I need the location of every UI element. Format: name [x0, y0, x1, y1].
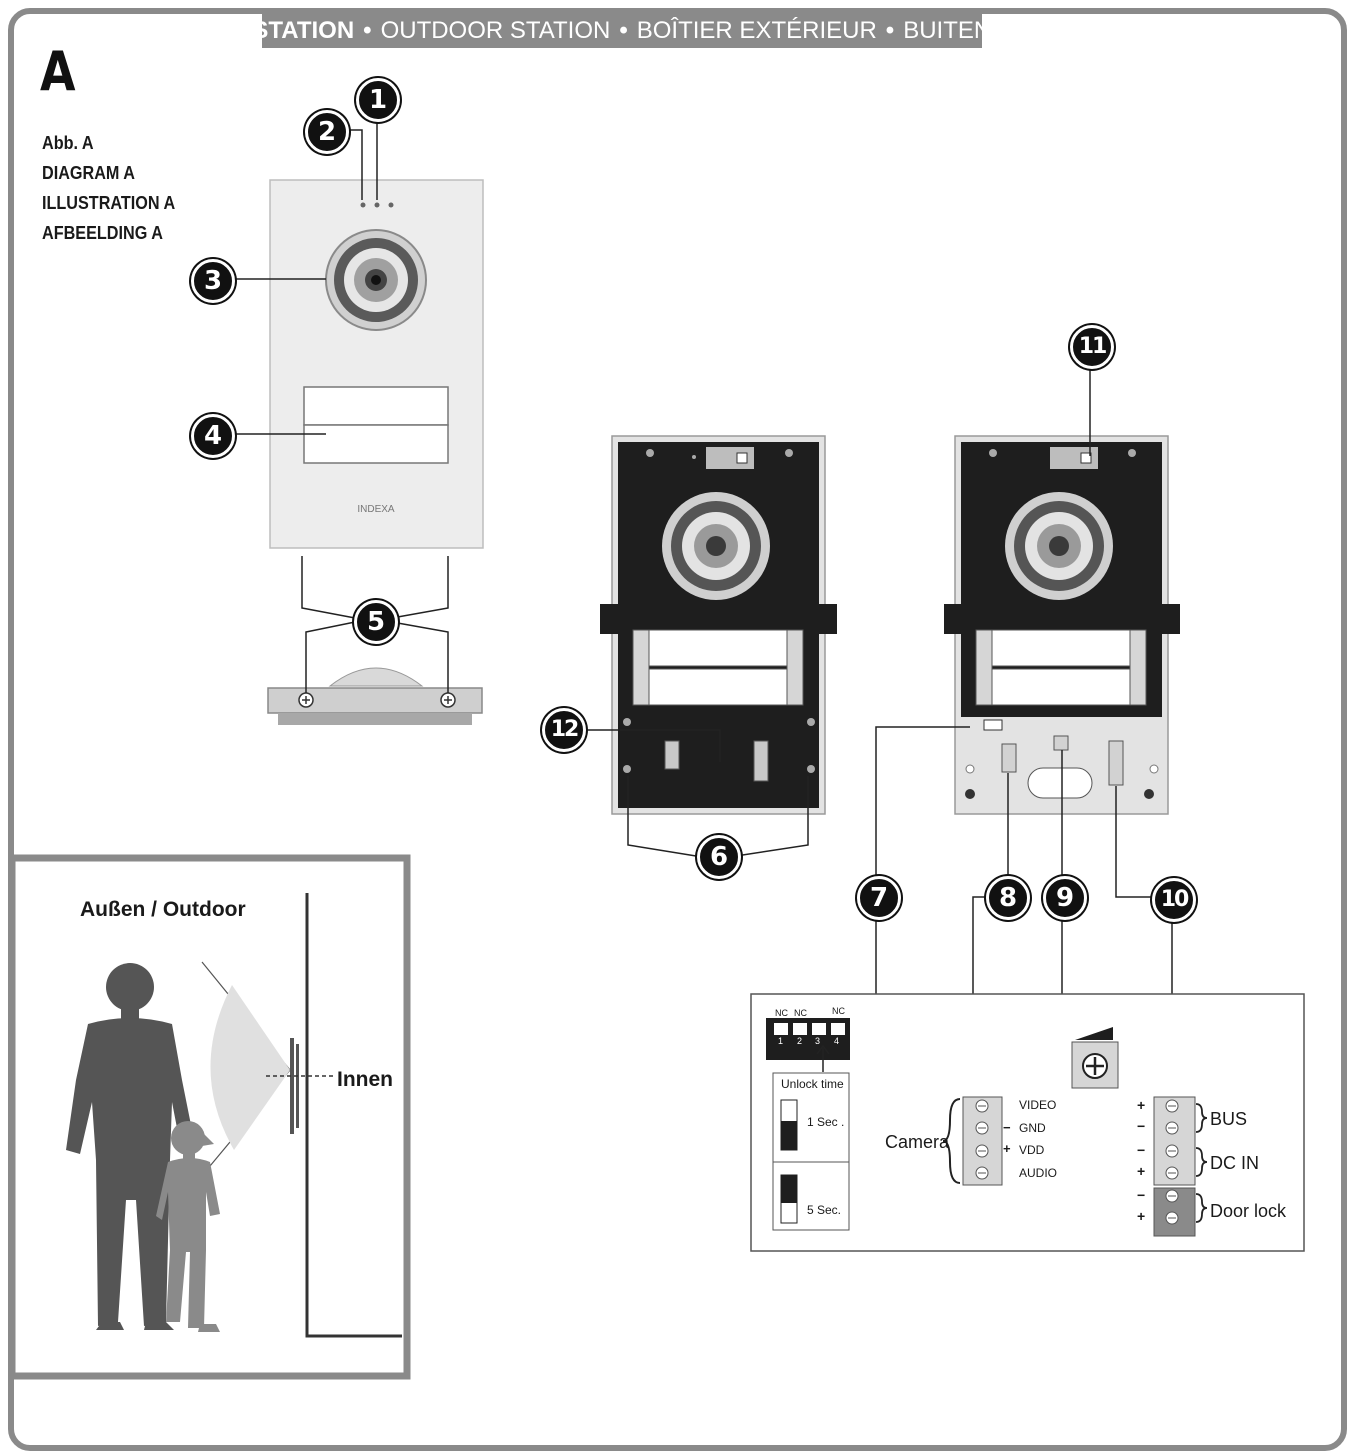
- pin-audio: AUDIO: [1019, 1166, 1058, 1180]
- dip-num-4: 4: [834, 1036, 840, 1046]
- child-silhouette: [156, 1121, 220, 1332]
- header-banner: AUSSENSTATION • OUTDOOR STATION • BOÎTIE…: [152, 14, 1092, 48]
- figure-title-fr: ILLUSTRATION A: [42, 193, 176, 213]
- banner-separator: •: [619, 17, 628, 44]
- sign-bus-minus: −: [1137, 1118, 1146, 1134]
- station-open-right: [944, 435, 1180, 815]
- callout-12: 12: [542, 708, 586, 752]
- sign-lock-minus: −: [1137, 1187, 1146, 1203]
- banner-primary: AUSSENSTATION: [152, 17, 355, 44]
- unlock-1-sec: 1 Sec .: [807, 1115, 845, 1129]
- outer-frame: [8, 8, 1347, 1451]
- brand-mark: INDEXA: [357, 504, 395, 515]
- terminal-bus: BUS: [1210, 1109, 1248, 1129]
- banner-separator: •: [885, 17, 895, 44]
- outdoor-station-front: INDEXA: [269, 179, 484, 549]
- callout-11: 11: [1070, 325, 1114, 369]
- unlock-5-sec: 5 Sec.: [807, 1203, 842, 1217]
- pin-vdd: VDD: [1019, 1143, 1045, 1157]
- unlock-time-label: Unlock time: [781, 1077, 844, 1091]
- banner-fr: BOÎTIER EXTÉRIEUR: [636, 17, 877, 44]
- figure-titles: Abb. A DIAGRAM A ILLUSTRATION A AFBEELDI…: [42, 128, 175, 248]
- callout-1: 1: [356, 78, 400, 122]
- camera-lens: [325, 229, 427, 331]
- sign-dc-minus: −: [1137, 1142, 1146, 1158]
- sign-dc-plus: +: [1137, 1163, 1146, 1179]
- dip-num-1: 1: [778, 1036, 784, 1046]
- name-plate: [303, 386, 449, 464]
- installation-scene: [8, 854, 411, 1380]
- figure-title-de: Abb. A: [42, 133, 94, 153]
- callout-5: 5: [354, 600, 398, 644]
- section-letter: A: [40, 40, 76, 103]
- banner-nl: BUITENSTATION: [903, 17, 1092, 44]
- sign-bus-plus: +: [1137, 1097, 1146, 1113]
- sign-lock-plus: +: [1137, 1208, 1146, 1224]
- banner-separator: •: [363, 17, 372, 44]
- station-open-middle: [600, 435, 837, 815]
- figure-title-nl: AFBEELDING A: [42, 223, 163, 243]
- terminal-door-lock: Door lock: [1210, 1201, 1287, 1221]
- outdoor-label: Außen / Outdoor: [80, 898, 246, 921]
- dip-nc-4: NC: [832, 1006, 845, 1016]
- indoor-label: Innen: [337, 1068, 393, 1091]
- callout-10: 10: [1152, 878, 1196, 922]
- dip-num-3: 3: [815, 1036, 821, 1046]
- figure-title-en: DIAGRAM A: [42, 163, 135, 183]
- camera-label: Camera: [885, 1132, 950, 1152]
- banner-en: OUTDOOR STATION: [380, 17, 611, 44]
- dip-nc-1: NC: [775, 1008, 788, 1018]
- dip-num-2: 2: [797, 1036, 803, 1046]
- adult-silhouette: [66, 963, 196, 1330]
- pin-video: VIDEO: [1019, 1098, 1057, 1112]
- pin-gnd: GND: [1019, 1121, 1046, 1135]
- callout-9: 9: [1043, 876, 1087, 920]
- sign-gnd-minus: −: [1003, 1120, 1011, 1135]
- callout-6: 6: [697, 835, 741, 879]
- wiring-box: [750, 993, 1305, 1252]
- callout-8: 8: [986, 876, 1030, 920]
- terminal-dc-in: DC IN: [1210, 1153, 1259, 1173]
- callout-7: 7: [857, 876, 901, 920]
- callout-4: 4: [191, 414, 235, 458]
- callout-3: 3: [191, 259, 235, 303]
- sign-vdd-plus: +: [1003, 1141, 1011, 1156]
- callout-2: 2: [305, 110, 349, 154]
- outdoor-station-bottom: [267, 667, 483, 725]
- dip-nc-2: NC: [794, 1008, 807, 1018]
